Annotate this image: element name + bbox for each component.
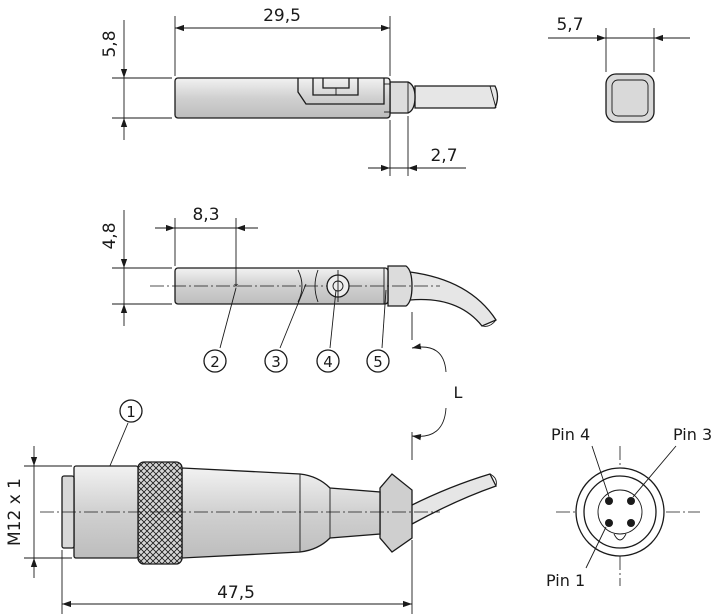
dim-offset-rear-text: 2,7 [430, 146, 457, 166]
dim-cable-length: L [411, 312, 463, 460]
dim-offset-rear: 2,7 [368, 116, 466, 176]
pin-2-contact [627, 519, 635, 527]
dim-height-top-text: 5,8 [100, 30, 120, 57]
dim-cable-length-text: L [454, 383, 463, 402]
dim-height-side-text: 4,8 [100, 222, 120, 249]
callout-1-text: 1 [126, 403, 136, 421]
dim-connector-length: 47,5 [61, 540, 413, 614]
callout-4: 4 [316, 349, 340, 373]
pin-4-label: Pin 4 [551, 425, 590, 444]
callout-leaders [103, 283, 387, 481]
dim-connector-thread-text: M12 x 1 [5, 478, 25, 546]
pin-3-label: Pin 3 [673, 425, 712, 444]
dim-width-end-text: 5,7 [556, 15, 583, 35]
callout-2-text: 2 [210, 353, 220, 371]
pin-face-view: Pin 4 Pin 3 Pin 1 [546, 425, 712, 590]
pin-1-contact [605, 519, 613, 527]
sensor-top-view [174, 77, 499, 119]
callout-1: 1 [119, 399, 143, 423]
dim-length-top: 29,5 [174, 6, 391, 76]
connector-side-view [40, 461, 497, 565]
pin-1-label: Pin 1 [546, 571, 585, 590]
callout-4-text: 4 [323, 353, 333, 371]
sensor-side-view: * [150, 265, 497, 327]
dim-connector-length-text: 47,5 [217, 583, 255, 603]
pin-3-contact [627, 497, 635, 505]
dim-height-top: 5,8 [100, 20, 172, 140]
callout-5: 5 [366, 349, 390, 373]
dim-height-side: 4,8 [100, 210, 172, 326]
dim-offset-point: 8,3 [155, 205, 258, 286]
callout-3: 3 [264, 349, 288, 373]
dim-offset-point-text: 8,3 [192, 205, 219, 225]
svg-text:*: * [234, 282, 239, 293]
dim-connector-thread: M12 x 1 [5, 446, 72, 578]
callout-3-text: 3 [271, 353, 281, 371]
sensor-end-view: 5,7 [548, 15, 690, 123]
dim-length-top-text: 29,5 [263, 6, 301, 26]
pin-4-contact [605, 497, 613, 505]
callout-2: 2 [203, 349, 227, 373]
callout-5-text: 5 [373, 353, 383, 371]
